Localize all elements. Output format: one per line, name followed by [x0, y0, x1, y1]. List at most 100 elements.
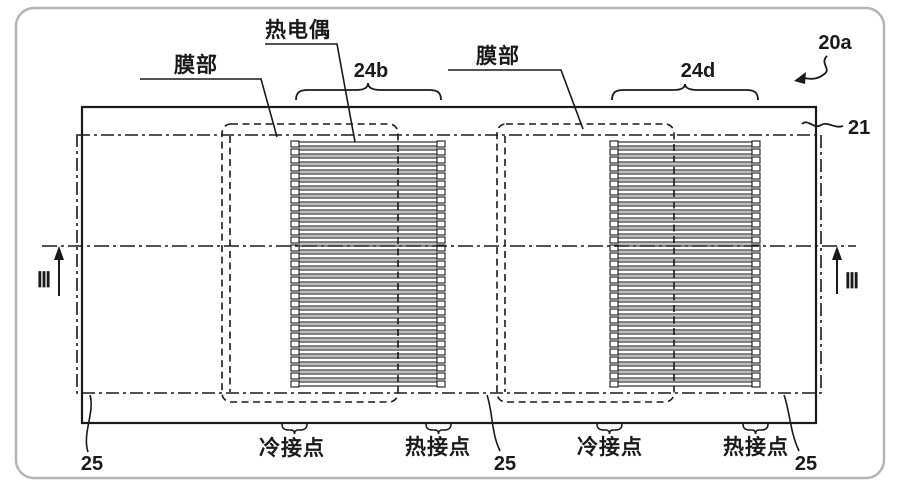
thermocouple-bar — [298, 309, 438, 315]
thermocouple-bar — [298, 293, 438, 299]
membrane-left-outline — [221, 123, 399, 403]
hot-junction-square — [751, 292, 761, 300]
cold-junction-square — [290, 140, 300, 148]
thermocouple-bar — [298, 213, 438, 219]
cold-junction-square — [609, 324, 619, 332]
hot-junction-square — [751, 140, 761, 148]
hot-junction-square — [436, 188, 446, 196]
cavity-ref-leader-middle — [486, 394, 501, 452]
membrane-right-label: 膜部 — [476, 44, 520, 68]
cold-junction-square — [290, 356, 300, 364]
hot-junction-square — [751, 252, 761, 260]
hot-junction-square — [751, 204, 761, 212]
hot-junction-square — [436, 380, 446, 388]
thermocouple-bar — [617, 325, 753, 331]
thermocouple-bar — [617, 213, 753, 219]
thermocouple-bar — [617, 173, 753, 179]
hot-junction-square — [436, 308, 446, 316]
hot-junction-square — [436, 356, 446, 364]
hot-junction-square — [751, 244, 761, 252]
hot-junction-square — [751, 180, 761, 188]
cold-junction-square — [609, 332, 619, 340]
membrane-right-leader-line — [448, 69, 584, 130]
hot-junction-square — [751, 188, 761, 196]
cold-junction-square — [290, 276, 300, 284]
cold-junction-square — [290, 292, 300, 300]
hot-junction-square — [436, 180, 446, 188]
hot-junction-square — [436, 284, 446, 292]
cavity-ref-left-label: 25 — [81, 453, 103, 475]
hot-junction-square — [436, 276, 446, 284]
brace-hot-junction-right — [742, 423, 769, 435]
cold-junction-square — [609, 204, 619, 212]
hot-junction-square — [436, 140, 446, 148]
thermocouple-bar — [298, 173, 438, 179]
thermocouple-bar — [298, 373, 438, 379]
thermocouple-bar — [298, 189, 438, 195]
thermocouple-bar — [617, 309, 753, 315]
cold-junction-square — [290, 204, 300, 212]
cold-junction-square — [609, 308, 619, 316]
cold-junction-square — [290, 164, 300, 172]
cold-junction-square — [609, 340, 619, 348]
thermocouple-bar — [617, 237, 753, 243]
cold-junction-square — [609, 148, 619, 156]
thermocouple-bar — [617, 221, 753, 227]
cold-junction-square — [609, 380, 619, 388]
cold-junction-square — [609, 260, 619, 268]
device-ref-label: 20a — [818, 32, 852, 54]
membrane-left-leader-line — [140, 78, 278, 138]
hot-junction-square — [751, 324, 761, 332]
cold-junction-square — [609, 212, 619, 220]
cold-junction-square — [290, 172, 300, 180]
cold-junction-square — [290, 340, 300, 348]
cold-junction-square — [609, 348, 619, 356]
thermocouple-bar — [617, 205, 753, 211]
membrane-right-outline — [496, 123, 675, 403]
section-marker-left-label: Ⅲ — [37, 269, 51, 292]
cold-junction-square — [290, 300, 300, 308]
cold-junction-square — [290, 316, 300, 324]
thermocouple-bar — [617, 141, 753, 147]
thermocouple-bar — [298, 197, 438, 203]
thermopile-arrays — [290, 140, 761, 388]
hot-junction-square — [436, 172, 446, 180]
cold-junction-square — [290, 220, 300, 228]
thermocouple-bar — [617, 189, 753, 195]
thermocouple-bar — [298, 341, 438, 347]
hot-junction-square — [751, 316, 761, 324]
brace-24b — [295, 82, 442, 101]
thermocouple-bar — [298, 381, 438, 387]
hot-junction-square — [436, 348, 446, 356]
hot-junction-square — [436, 252, 446, 260]
thermocouple-leader-line — [265, 43, 356, 143]
hot-junction-square — [751, 236, 761, 244]
hot-junction-square — [751, 308, 761, 316]
cold-junction-square — [290, 196, 300, 204]
hot-junction-square — [751, 212, 761, 220]
cold-junction-square — [609, 244, 619, 252]
hot-junction-square — [436, 196, 446, 204]
cold-junction-square — [290, 260, 300, 268]
thermocouple-bar — [298, 285, 438, 291]
thermopile-left-ref-label: 24b — [354, 60, 388, 82]
hot-junction-square — [436, 228, 446, 236]
cold-junction-square — [609, 252, 619, 260]
device-ref-arrow — [794, 55, 828, 84]
hot-junction-square — [751, 300, 761, 308]
cold-junction-square — [609, 268, 619, 276]
cavity-ref-leader-left — [85, 394, 92, 453]
hot-junction-square — [436, 372, 446, 380]
arrow-up-icon — [832, 246, 842, 260]
thermocouple-bar — [617, 229, 753, 235]
arrow-head-icon — [794, 72, 806, 84]
thermocouple-bar — [617, 381, 753, 387]
hot-junction-square — [751, 172, 761, 180]
thermocouple-bar — [298, 301, 438, 307]
brace-hot-junction-left — [425, 423, 452, 435]
hot-junction-right-label: 热接点 — [723, 435, 789, 459]
hot-junction-square — [436, 324, 446, 332]
section-arrow-right — [832, 246, 842, 294]
hot-junction-square — [436, 316, 446, 324]
